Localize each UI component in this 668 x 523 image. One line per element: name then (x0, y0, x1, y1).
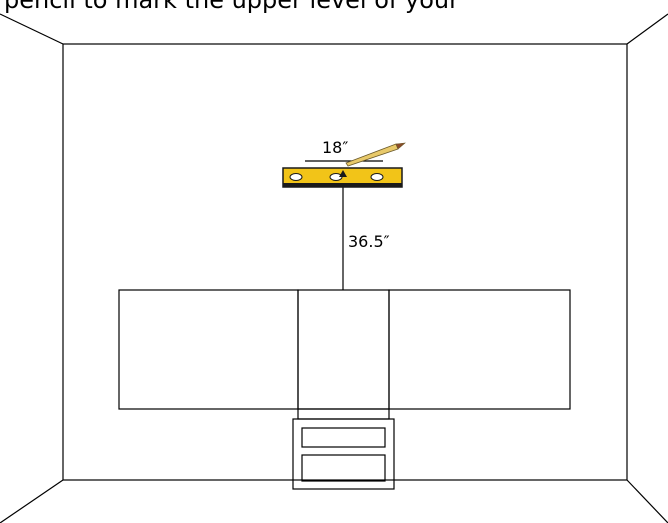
floor-left-edge (0, 479, 64, 523)
wall-cabinets (118, 289, 571, 410)
drawer-unit-top (297, 408, 390, 420)
ceiling-left-edge (0, 13, 64, 45)
width-measure-label: 18″ (322, 138, 348, 157)
drawer-unit-body (292, 418, 395, 490)
center-mark-arrow (339, 170, 347, 177)
drawer-unit (292, 408, 395, 490)
back-wall (62, 43, 628, 481)
cabinet-center (297, 289, 390, 410)
cropped-caption-text: pencil to mark the upper level of your (4, 0, 459, 14)
drawer-lower (301, 454, 386, 482)
spirit-level-icon (282, 167, 403, 188)
floor-right-edge (626, 479, 668, 523)
pencil-icon (345, 142, 406, 167)
height-measure-label: 36.5″ (348, 232, 390, 251)
cabinet-left (118, 289, 299, 410)
ceiling-right-edge (626, 13, 668, 45)
cabinet-right (388, 289, 571, 410)
room-outline (0, 13, 668, 523)
drawer-upper (301, 427, 386, 448)
